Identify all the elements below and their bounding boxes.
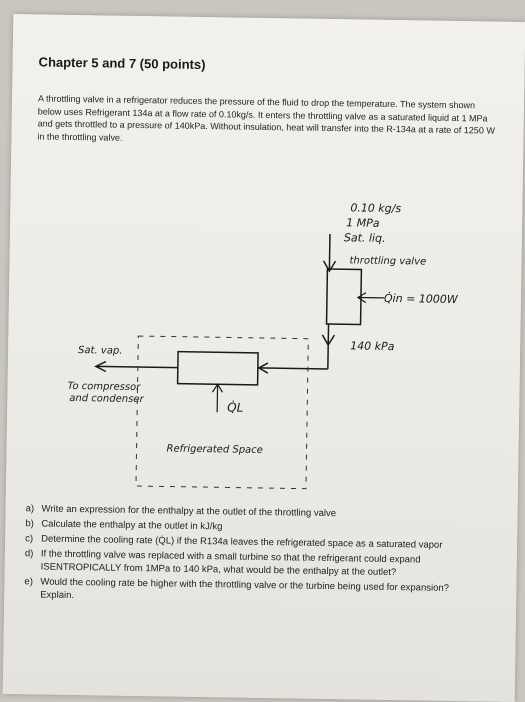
to-compressor-label: To compressor (67, 381, 141, 393)
valve-label: throttling valve (349, 255, 426, 267)
page-title: Chapter 5 and 7 (50 points) (39, 54, 206, 72)
question-letter: b) (25, 517, 41, 530)
to-condenser-label: and condenser (69, 393, 144, 405)
question-letter: a) (26, 502, 42, 515)
heat-valve-label: Q̇in = 1000W (384, 292, 459, 306)
exit-state-label: Sat. vap. (78, 345, 122, 357)
flow-rate-label: 0.10 kg/s (350, 201, 401, 215)
evaporator-box (178, 352, 258, 385)
exit-line (96, 366, 178, 367)
inlet-line (329, 234, 330, 269)
outlet-pressure-label: 140 kPa (350, 339, 395, 353)
question-letter: e) (24, 575, 40, 601)
question-text: Would the cooling rate be higher with th… (40, 576, 479, 609)
question-letter: d) (25, 547, 41, 573)
worksheet-page: Chapter 5 and 7 (50 points) A throttling… (3, 14, 525, 702)
inlet-pressure-label: 1 MPa (346, 216, 380, 230)
throttling-valve-box (327, 269, 362, 325)
inlet-state-label: Sat. liq. (344, 231, 386, 245)
question-text: If the throttling valve was replaced wit… (41, 548, 480, 581)
space-label: Refrigerated Space (166, 443, 262, 456)
question-list: a) Write an expression for the enthalpy … (24, 502, 481, 610)
question-letter: c) (25, 532, 41, 545)
refrigeration-diagram: 0.10 kg/s 1 MPa Sat. liq. throttling val… (56, 185, 501, 502)
heat-space-label: Q̇L (227, 400, 243, 414)
question-e: e) Would the cooling rate be higher with… (24, 575, 479, 608)
evaporator-inlet-line (258, 368, 328, 369)
refrigerated-space-boundary (136, 336, 308, 489)
problem-statement: A throttling valve in a refrigerator red… (37, 92, 496, 149)
outlet-line (328, 324, 329, 369)
